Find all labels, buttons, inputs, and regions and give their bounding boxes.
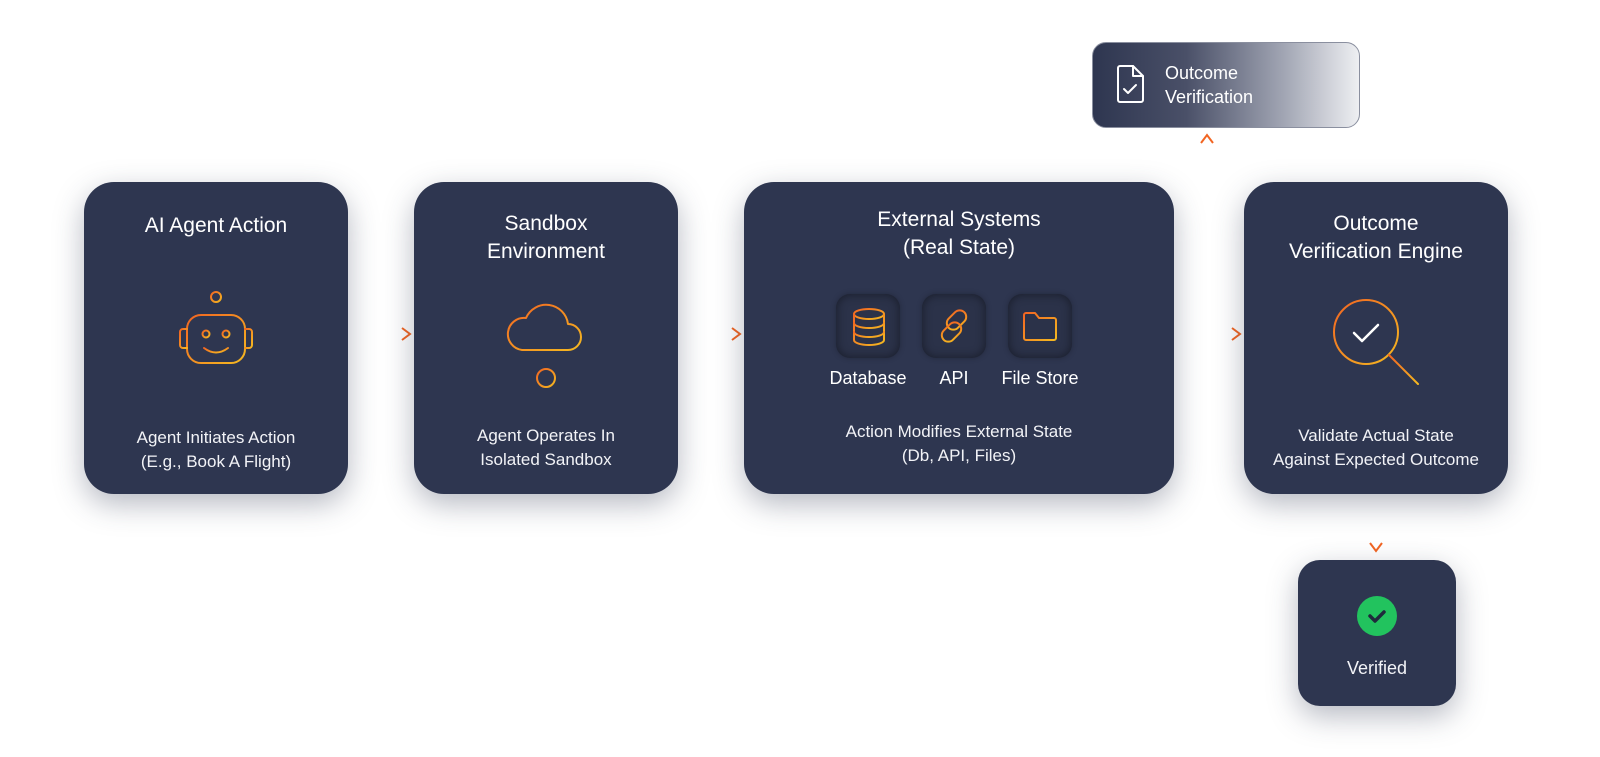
stage-description: Action Modifies External State (Db, API,… <box>845 422 1073 465</box>
arrow-down <box>1369 495 1383 553</box>
arrow-2 <box>687 327 742 341</box>
verified-card: Verified <box>1298 560 1456 706</box>
stage-external-systems: External Systems (Real State) Database A… <box>744 182 1174 494</box>
api-tile <box>922 294 986 358</box>
link-icon <box>940 309 968 343</box>
file-store-label: File Store <box>1001 368 1079 388</box>
stage-description: Agent Operates In Isolated Sandbox <box>477 426 615 469</box>
arrow-up <box>1200 133 1214 327</box>
stage-title: External Systems (Real State) <box>877 208 1041 259</box>
database-tile <box>836 294 900 358</box>
verified-label: Verified <box>1346 658 1408 678</box>
document-check-icon <box>1117 65 1144 103</box>
check-circle-icon <box>1357 596 1397 636</box>
stage-title: Sandbox Environment <box>487 212 605 263</box>
database-label: Database <box>829 368 907 388</box>
stage-ai-agent-action: AI Agent Action Agent Initiates Action (… <box>84 182 348 494</box>
robot-icon <box>179 291 253 364</box>
cloud-network-icon <box>497 303 595 388</box>
stage-outcome-verification-engine: Outcome Verification Engine Validate Act… <box>1244 182 1508 494</box>
api-label: API <box>939 368 969 388</box>
outcome-verification-label: Outcome Verification <box>1165 63 1254 107</box>
stage-title: AI Agent Action <box>144 214 288 237</box>
database-icon <box>853 308 885 346</box>
stage-description: Validate Actual State Against Expected O… <box>1272 426 1479 469</box>
outcome-verification-box: Outcome Verification <box>1092 42 1360 128</box>
stage-title: Outcome Verification Engine <box>1289 212 1463 263</box>
stage-description: Agent Initiates Action (E.g., Book A Fli… <box>136 428 296 471</box>
file-store-tile <box>1008 294 1072 358</box>
arrow-1 <box>357 327 412 341</box>
folder-icon <box>1023 312 1057 341</box>
stage-sandbox-environment: Sandbox Environment Agent Operates In Is… <box>414 182 678 494</box>
magnifier-check-icon <box>1333 299 1419 385</box>
arrow-3 <box>1175 327 1242 341</box>
